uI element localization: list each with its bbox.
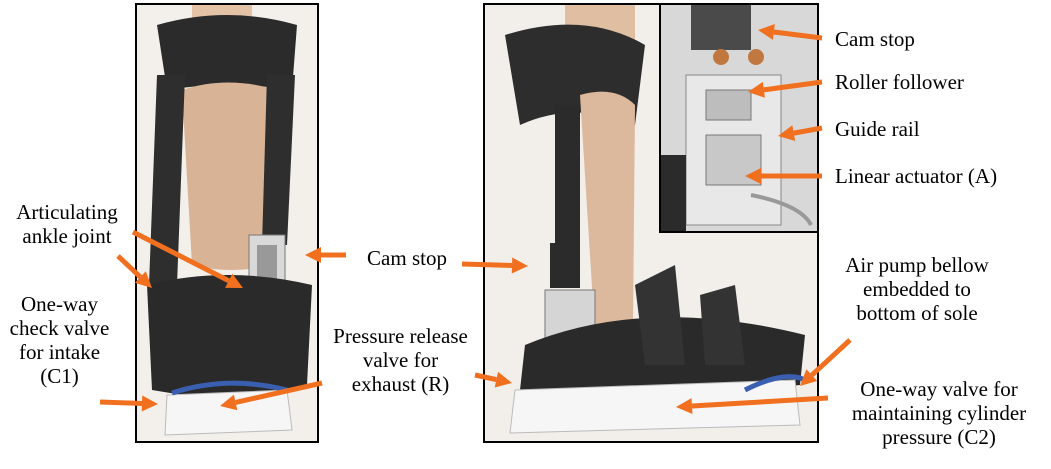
label-roller-follower: Roller follower xyxy=(835,70,964,94)
arrow-air-pump-bellow xyxy=(800,338,852,386)
inset-photo-panel xyxy=(659,3,819,233)
label-guide-rail: Guide rail xyxy=(835,117,920,141)
left-photo-panel xyxy=(135,3,319,443)
arrow-one-way-valve-cylinder xyxy=(676,395,829,415)
label-cam-stop-mid: Cam stop xyxy=(367,246,447,270)
arrow-pressure-release-right xyxy=(474,371,512,388)
right-orthosis-drawing xyxy=(505,5,807,434)
arrow-articulating-ankle-joint xyxy=(131,229,243,288)
arrow-cam-stop-top xyxy=(758,24,823,41)
arrow-pressure-release-left xyxy=(220,380,323,411)
label-linear-actuator: Linear actuator (A) xyxy=(835,164,998,188)
label-cam-stop-top: Cam stop xyxy=(835,27,915,51)
arrow-cam-stop-to-right-panel xyxy=(461,257,528,274)
left-orthosis-drawing xyxy=(147,5,312,436)
inset-mechanism-drawing xyxy=(661,5,817,231)
arrow-guide-rail xyxy=(778,125,823,142)
arrow-linear-actuator xyxy=(745,168,822,184)
arrow-roller-follower xyxy=(748,79,823,98)
arrow-one-way-intake xyxy=(99,395,158,412)
arrow-cam-stop-mid xyxy=(305,247,346,263)
arrow-articulating-lower xyxy=(116,254,152,288)
